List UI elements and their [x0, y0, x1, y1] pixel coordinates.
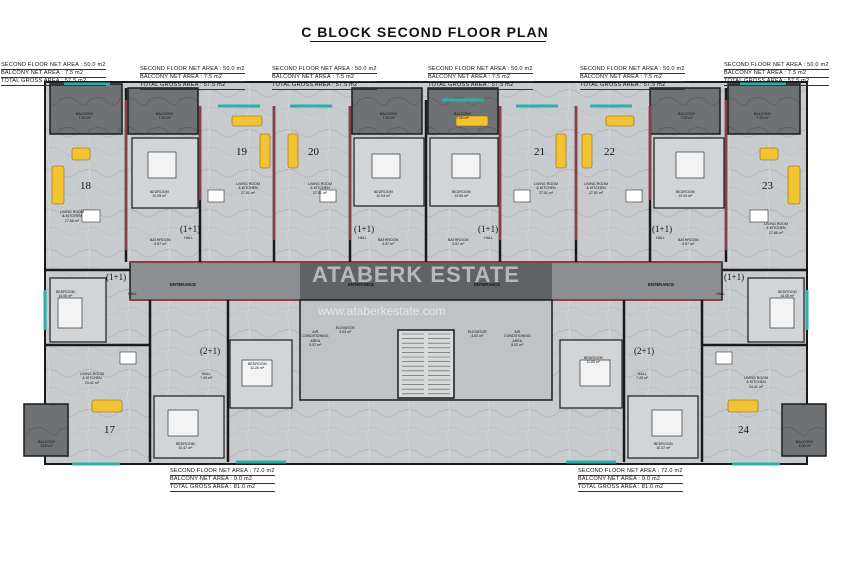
room-label-living: LIVING ROOM & KITCHEN 24.41 m²: [80, 372, 104, 385]
room-label-bedroom: BEDROOM 12.04 m²: [676, 190, 695, 199]
room-label-balcony: BALCONY 7.50 m²: [76, 112, 94, 121]
apartment-number: 20: [308, 146, 319, 158]
room-label-living: LIVING ROOM & KITCHEN 27.01 m²: [534, 182, 558, 195]
unit-type: (1+1): [354, 224, 375, 234]
room-label-balcony: BALCONY 9.00 m²: [38, 440, 56, 449]
room-label-hall: HALL: [358, 236, 367, 240]
room-label-bedroom: BEDROOM 10.47 m²: [176, 442, 195, 451]
room-label-bathroom: BATHROOM 4.57 m²: [678, 238, 699, 247]
unit-type: (1+1): [478, 224, 499, 234]
room-label-balcony: BALCONY 9.00 m²: [796, 440, 814, 449]
unit-type: (1+1): [180, 224, 201, 234]
room-label-ac: AIR CONDITIONING AREA 5.02 m²: [302, 330, 329, 348]
room-label-bedroom: BEDROOM 14.05 m²: [56, 290, 75, 299]
room-label-living: LIVING ROOM & KITCHEN 27.01 m²: [308, 182, 332, 195]
staircase: [402, 333, 450, 395]
room-label-living: LIVING ROOM & KITCHEN 27.01 m²: [236, 182, 260, 195]
top-balconies: [49, 83, 801, 135]
room-label-bathroom: BATHROOM 4.57 m²: [150, 238, 171, 247]
dining-tables: [81, 189, 769, 365]
entrance-label: ENTERANCE: [648, 282, 675, 287]
corridor: [129, 261, 723, 301]
entrance-label: ENTERANCE: [474, 282, 501, 287]
room-label-balcony: BALCONY 7.50 m²: [380, 112, 398, 121]
entrance-label: ENTERANCE: [170, 282, 197, 287]
room-label-bathroom: BATHROOM 4.57 m²: [448, 238, 469, 247]
room-label-hall: HALL: [128, 292, 137, 296]
room-label-balcony: BALCONY 7.50 m²: [678, 112, 696, 121]
unit-type: (1+1): [106, 272, 127, 282]
unit-type: (2+1): [634, 346, 655, 356]
room-label-balcony: BALCONY 7.50 m²: [156, 112, 174, 121]
unit-type: (1+1): [724, 272, 745, 282]
watermark-url: www.ataberkestate.com: [318, 304, 446, 318]
room-label-living: LIVING ROOM & KITCHEN 24.41 m²: [744, 376, 768, 389]
accent-walls: [124, 100, 728, 250]
room-label-living: LIVING ROOM & KITCHEN 27.01 m²: [584, 182, 608, 195]
room-label-hall: HALL 7.49 m²: [200, 372, 213, 381]
room-label-bedroom: BEDROOM 10.47 m²: [654, 442, 673, 451]
room-label-bedroom: BEDROOM 14.05 m²: [778, 290, 797, 299]
room-label-hall: HALL: [184, 236, 193, 240]
stair-core: [299, 299, 553, 401]
room-label-balcony: BALCONY 7.50 m²: [754, 112, 772, 121]
apartment-number: 24: [738, 424, 749, 436]
room-label-elevator: ELEVATOR 4.03 m²: [336, 326, 355, 335]
room-label-hall: HALL: [716, 292, 725, 296]
plan-title: C BLOCK SECOND FLOOR PLAN: [301, 24, 549, 40]
watermark: ATABERK ESTATE: [312, 262, 520, 287]
apartment-number: 19: [236, 146, 247, 158]
apartment-number: 17: [104, 424, 115, 436]
room-label-bedroom: BEDROOM 11.85 m²: [584, 356, 603, 365]
apartment-number: 21: [534, 146, 545, 158]
windows: [43, 82, 809, 466]
bottom-balconies: [23, 403, 827, 457]
apartment-number: 18: [80, 180, 91, 192]
beds: [57, 151, 795, 437]
apartment-number: 23: [762, 180, 773, 192]
room-label-bedroom: BEDROOM 12.06 m²: [452, 190, 471, 199]
apartment-number: 22: [604, 146, 615, 158]
room-label-hall: HALL: [656, 236, 665, 240]
entrance-label: ENTERANCE: [348, 282, 375, 287]
room-label-bedroom: BEDROOM 11.20 m²: [248, 362, 267, 371]
room-label-living: LIVING ROOM & KITCHEN 27.66 m²: [60, 210, 84, 223]
sofas: [51, 115, 801, 413]
unit-type: (2+1): [200, 346, 221, 356]
unit-type: (1+1): [652, 224, 673, 234]
title-underline: [310, 41, 546, 42]
room-label-hall: HALL: [484, 236, 493, 240]
room-label-ac: AIR CONDITIONING AREA 5.02 m²: [504, 330, 531, 348]
room-label-bathroom: BATHROOM 4.57 m²: [378, 238, 399, 247]
room-label-bedroom: BEDROOM 12.05 m²: [150, 190, 169, 199]
room-label-bedroom: BEDROOM 12.04 m²: [374, 190, 393, 199]
room-label-hall: HALL 7.49 m²: [636, 372, 649, 381]
room-label-balcony: BALCONY 7.50 m²: [454, 112, 472, 121]
room-label-elevator: ELEVATOR 4.03 m²: [468, 330, 487, 339]
room-label-living: LIVING ROOM & KITCHEN 27.66 m²: [764, 222, 788, 235]
